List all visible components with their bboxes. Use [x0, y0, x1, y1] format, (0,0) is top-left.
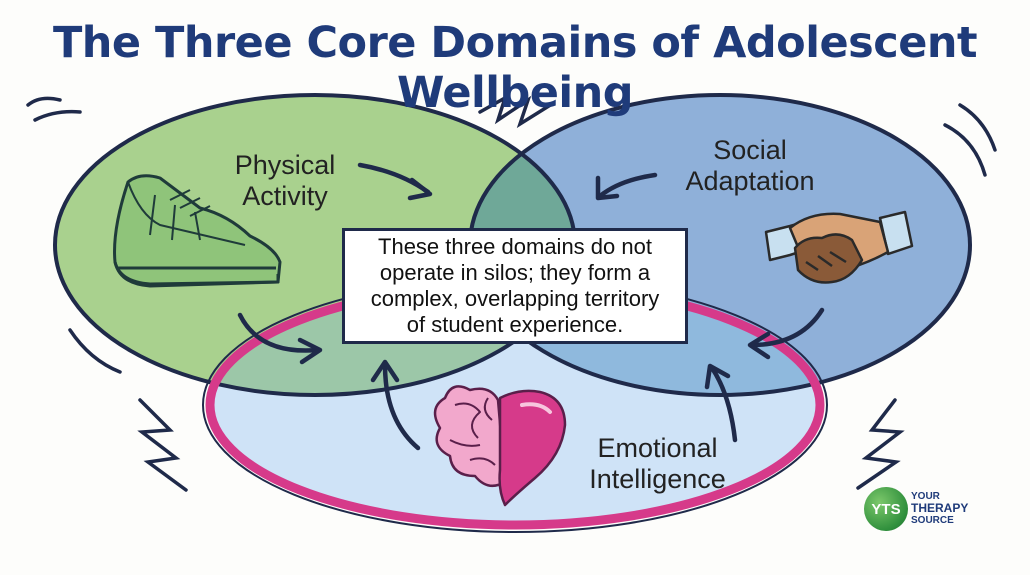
center-line1: These three domains do not [378, 234, 652, 259]
emotional-label-line1: Emotional [597, 433, 718, 463]
decorative-strokes [26, 94, 997, 492]
center-text: These three domains do not operate in si… [371, 234, 660, 338]
center-callout: These three domains do not operate in si… [342, 228, 688, 344]
center-line2: operate in silos; they form a [379, 260, 651, 285]
arrow-emotional-left [382, 362, 421, 451]
arrows [237, 162, 825, 451]
social-label-line1: Social [713, 135, 787, 165]
social-label-line2: Adaptation [685, 166, 815, 196]
physical-label-line1: Physical [234, 150, 336, 180]
handshake-icon [764, 210, 914, 284]
physical-activity-label: Physical Activity [205, 150, 365, 212]
logo-line1: YOUR [911, 491, 940, 502]
overlap-blue-pink [470, 285, 820, 395]
arrow-lower-right [749, 307, 825, 348]
logo-badge: YTS [864, 487, 908, 531]
overlap-green-pink [210, 285, 575, 395]
page-title: The Three Core Domains of Adolescent Wel… [52, 18, 978, 118]
logo-line2: THERAPY [911, 501, 969, 515]
yts-logo: YTS YOUR THERAPY SOURCE [864, 487, 984, 533]
logo-line3: SOURCE [911, 515, 954, 526]
arrow-emotional-right [709, 365, 738, 443]
arrow-social [597, 172, 658, 199]
logo-text: YOUR THERAPY SOURCE [911, 491, 991, 526]
center-line4: of student experience. [406, 312, 624, 337]
sneaker-icon [113, 174, 282, 288]
physical-label-line2: Activity [242, 181, 328, 211]
brain-heart-icon [433, 385, 567, 507]
social-adaptation-label: Social Adaptation [670, 135, 830, 197]
emotional-label-line2: Intelligence [589, 464, 726, 494]
emotional-intelligence-label: Emotional Intelligence [555, 433, 760, 495]
arrow-lower-left [237, 312, 321, 353]
center-line3: complex, overlapping territory [370, 286, 660, 311]
